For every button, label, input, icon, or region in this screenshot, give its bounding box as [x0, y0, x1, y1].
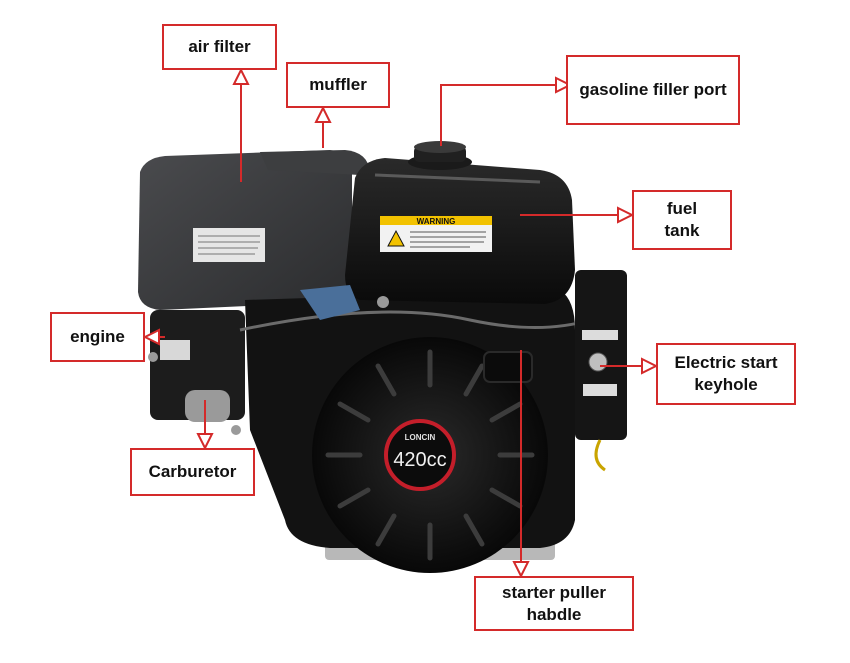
warning-triangle-icon	[387, 229, 405, 247]
label-air-filter: air filter	[162, 24, 277, 70]
keyhole-icon	[588, 352, 608, 372]
label-engine-text: engine	[70, 327, 125, 346]
bolt	[231, 425, 241, 435]
label-starter-puller-handle: starter puller habdle	[474, 576, 634, 631]
starter-handle	[483, 351, 533, 383]
circuit-protector-label	[583, 384, 617, 396]
arrowhead-muffler	[314, 105, 332, 123]
start-wiring	[594, 439, 606, 472]
label-carburetor-text: Carburetor	[148, 462, 237, 481]
bolt	[148, 352, 158, 362]
air-filter-sticker-lines	[198, 235, 260, 255]
brand-badge	[384, 419, 456, 491]
label-air-filter-text: air filter	[188, 37, 251, 56]
label-gasoline-filler-port: gasoline filler port	[566, 55, 740, 125]
label-gasoline-filler-port-text: gasoline filler port	[579, 80, 727, 99]
label-electric-start-keyhole-text: Electric start keyhole	[674, 353, 778, 394]
label-muffler: muffler	[286, 62, 390, 108]
arrowhead-air-filter	[232, 67, 250, 85]
linkage-bracket	[300, 285, 360, 320]
label-fuel-tank: fuel tank	[632, 190, 732, 250]
displacement-label: 420cc	[393, 449, 446, 471]
air-filter-sticker	[193, 228, 265, 262]
arrow-gasoline-filler	[440, 84, 556, 146]
muffler-cover	[260, 150, 370, 175]
label-muffler-text: muffler	[309, 75, 367, 94]
label-carburetor: Carburetor	[130, 448, 255, 496]
arrowhead-starter-puller	[512, 561, 530, 579]
warning-sticker-title: WARNING	[417, 217, 456, 226]
fuel-tank-highlight	[374, 173, 541, 184]
engine-photo: WARNING LONCIN 420cc	[138, 141, 627, 573]
arrowhead-engine	[142, 328, 160, 346]
bolt	[377, 296, 389, 308]
arrowhead-carburetor	[196, 433, 214, 451]
carburetor-lever	[160, 340, 190, 360]
throttle-cable	[239, 310, 591, 332]
arrowhead-keyhole	[641, 357, 659, 375]
carburetor-bowl	[185, 390, 230, 422]
arrowhead-gasoline-filler	[555, 76, 573, 94]
arrowhead-fuel-tank	[617, 206, 635, 224]
label-fuel-tank-text: fuel tank	[664, 199, 700, 240]
fuel-cap-top	[414, 141, 466, 153]
annotation-arrows	[142, 67, 659, 579]
warning-sticker-header	[380, 216, 492, 225]
electric-start-switch-label	[582, 330, 618, 340]
brand-name: LONCIN	[405, 433, 436, 442]
label-electric-start-keyhole: Electric start keyhole	[656, 343, 796, 405]
label-engine: engine	[50, 312, 145, 362]
label-starter-puller-handle-text: starter puller habdle	[502, 582, 606, 624]
warning-sticker-lines	[410, 231, 486, 248]
fan-vents	[325, 349, 535, 561]
